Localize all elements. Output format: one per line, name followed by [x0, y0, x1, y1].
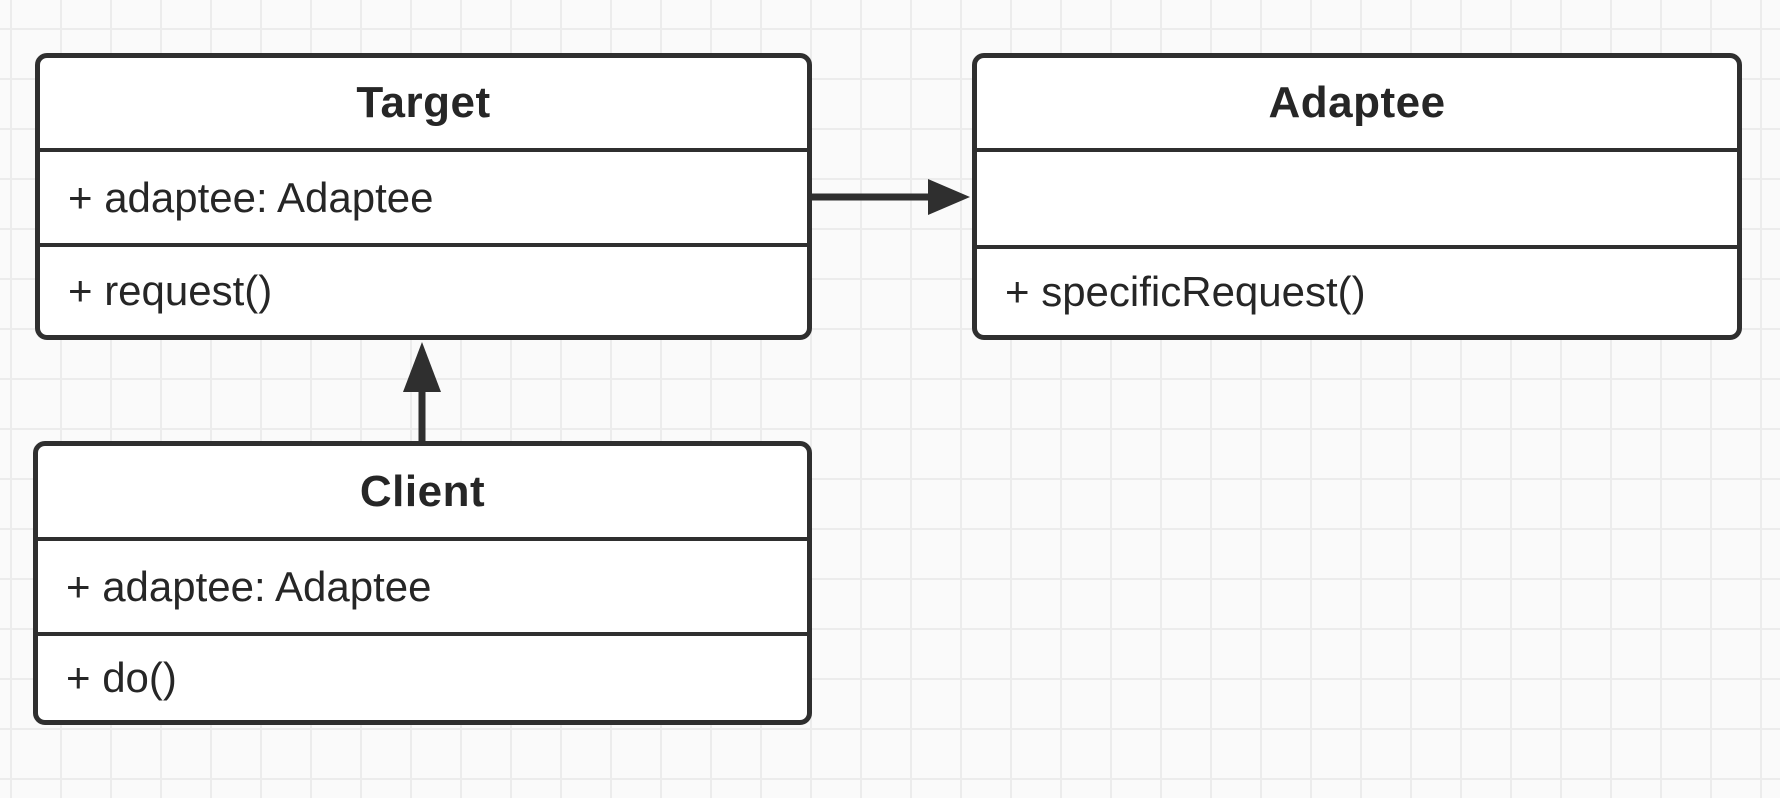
arrow-head-icon — [403, 342, 441, 392]
class-methods-target: + request() — [40, 243, 807, 335]
method-item: + specificRequest() — [1005, 268, 1366, 315]
method-item: + do() — [66, 654, 177, 701]
class-attributes-target: + adaptee: Adaptee — [40, 148, 807, 243]
arrow-client-to-target — [403, 342, 441, 441]
arrow-head-icon — [928, 179, 970, 215]
class-name-target: Target — [356, 78, 491, 127]
class-box-target: Target + adaptee: Adaptee + request() — [35, 53, 812, 340]
class-methods-adaptee: + specificRequest() — [977, 245, 1737, 335]
class-name-client: Client — [359, 466, 486, 516]
class-methods-client: + do() — [38, 632, 807, 720]
method-item: + request() — [68, 267, 273, 314]
class-attributes-client: + adaptee: Adaptee — [38, 537, 807, 632]
attribute-item: + adaptee: Adaptee — [68, 173, 434, 221]
class-name-adaptee: Adaptee — [1268, 78, 1446, 127]
attribute-item: + adaptee: Adaptee — [66, 562, 432, 610]
class-attributes-adaptee — [977, 148, 1737, 245]
class-box-adaptee: Adaptee + specificRequest() — [972, 53, 1742, 340]
class-box-client: Client + adaptee: Adaptee + do() — [33, 441, 812, 725]
arrow-target-to-adaptee — [812, 179, 970, 215]
